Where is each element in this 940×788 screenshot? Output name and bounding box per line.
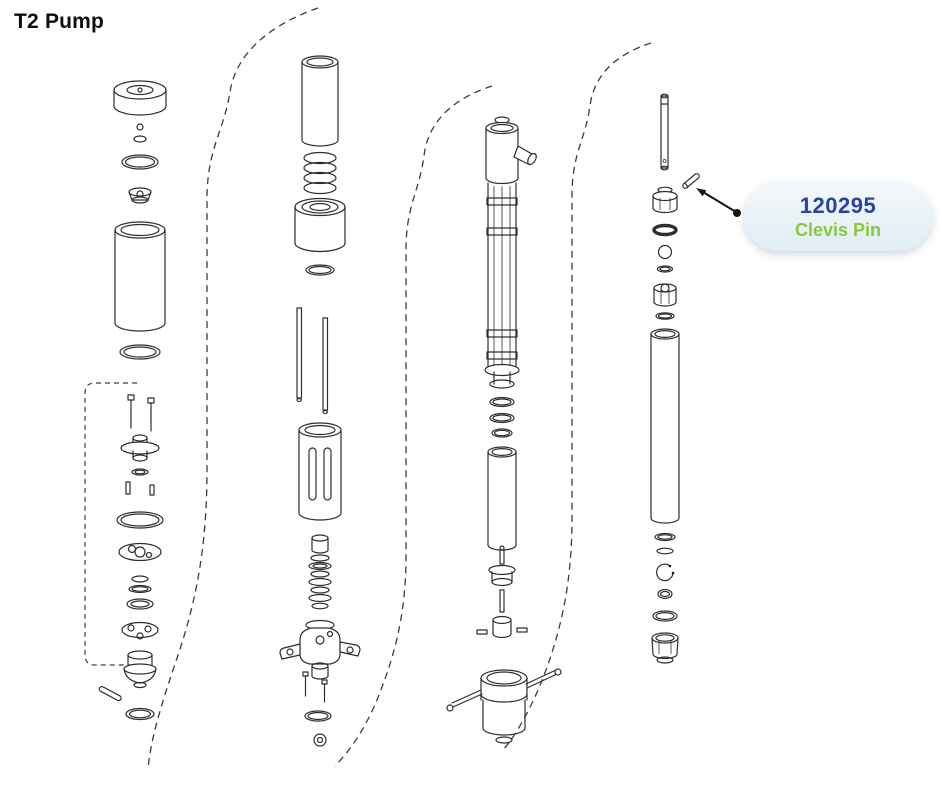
exploded-assembly-1: [84, 80, 167, 721]
part-callout[interactable]: 120295 Clevis Pin: [744, 183, 932, 251]
exploded-assembly-2: [279, 55, 361, 747]
clevis-pin-part[interactable]: [682, 173, 701, 190]
exploded-assembly-4: [650, 93, 701, 664]
exploded-assembly-3: [446, 116, 562, 744]
part-number: 120295: [799, 193, 877, 218]
callout-arrow: [696, 188, 741, 217]
flow-dashed-lines: [147, 7, 652, 770]
page-title: T2 Pump: [14, 10, 105, 33]
part-name: Clevis Pin: [794, 220, 882, 240]
